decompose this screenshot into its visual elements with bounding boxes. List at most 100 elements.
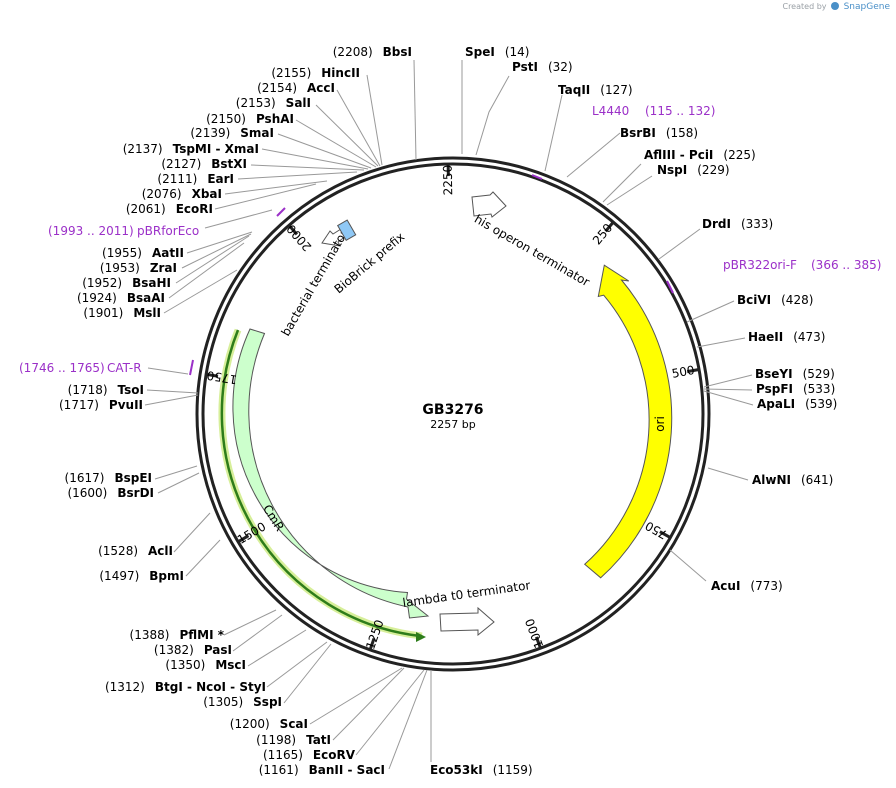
primer-mark-cat-r — [189, 359, 194, 376]
primer-cat-r-range: (1746 .. 1765) — [19, 361, 105, 375]
site-label-left[interactable]: (1497)BpmI — [99, 569, 184, 583]
site-position: (2153) — [236, 96, 276, 110]
site-label-left[interactable]: (1901)MslI — [83, 306, 161, 320]
leader-scai — [309, 667, 403, 725]
site-label-left[interactable]: (2076)XbaI — [142, 187, 222, 201]
site-enzyme-name: Eco53kI — [430, 763, 483, 777]
site-position: (773) — [750, 579, 782, 593]
site-position: (2139) — [190, 126, 230, 140]
site-enzyme-name: PflMI * — [179, 628, 224, 642]
site-label-left[interactable]: (1388) PflMI * — [130, 628, 225, 642]
site-label-left[interactable]: (1952)BsaHI — [82, 276, 171, 290]
site-position: (1159) — [493, 763, 533, 777]
biobrick-prefix-feature[interactable] — [336, 219, 357, 241]
ori-label: ori — [653, 416, 667, 432]
site-label-left[interactable]: (1350)MscI — [165, 658, 246, 672]
leader-msci — [247, 629, 307, 667]
site-label-left[interactable]: (2150)PshAI — [206, 112, 294, 126]
credit-prefix: Created by — [782, 2, 827, 11]
site-label-left[interactable]: (2127)BstXI — [161, 157, 247, 171]
site-label-right[interactable]: AflIII - PciI(225) — [644, 148, 756, 162]
leader-taqii — [544, 94, 563, 172]
site-position: (533) — [803, 382, 835, 396]
site-label-right[interactable]: NspI(229) — [657, 163, 730, 177]
site-label-right[interactable]: DrdI(333) — [702, 217, 773, 231]
lambda-terminator-feature[interactable] — [439, 606, 495, 637]
site-enzyme-name: AclI — [148, 544, 173, 558]
site-enzyme-name: AcuI — [711, 579, 740, 593]
site-label-right[interactable]: AcuI (773) — [711, 579, 783, 593]
site-label-left[interactable]: (1200)ScaI — [230, 717, 308, 731]
site-label-right[interactable]: BciVI (428) — [737, 293, 813, 307]
site-label-right[interactable]: Eco53kI (1159) — [430, 763, 533, 777]
site-label-left[interactable]: (1161)BanII - SacI — [259, 763, 385, 777]
site-label-right[interactable]: HaeII(473) — [748, 330, 826, 344]
site-position: (1198) — [256, 733, 296, 747]
site-label-left[interactable]: (1305)SspI — [203, 695, 282, 709]
leader-acui — [669, 549, 707, 582]
site-position: (1388) — [130, 628, 170, 642]
site-label-left[interactable]: (2139)SmaI — [190, 126, 274, 140]
site-label-left[interactable]: (2155)HincII — [271, 66, 360, 80]
site-label-left[interactable]: (1617)BspEI — [65, 471, 152, 485]
site-enzyme-name: SalI — [286, 96, 311, 110]
site-label-right[interactable]: BseYI(529) — [755, 367, 835, 381]
site-enzyme-name: AatII — [152, 246, 184, 260]
site-label-left[interactable]: (1717)PvuII — [59, 398, 143, 412]
leader-bsrdi — [157, 472, 200, 494]
site-label-left[interactable]: (2153) SalI — [236, 96, 311, 110]
site-label-right[interactable]: SpeI(14) — [465, 45, 529, 59]
site-label-right[interactable]: BsrBI(158) — [620, 126, 698, 140]
ori-feature[interactable] — [583, 264, 673, 579]
site-label-left[interactable]: (1955)AatII — [102, 246, 184, 260]
site-position: (2137) — [123, 142, 163, 156]
site-position: (428) — [781, 293, 813, 307]
leader-drdi — [658, 228, 701, 260]
tick-1500 — [237, 534, 250, 544]
leader-bstxi — [250, 164, 365, 171]
site-label-left[interactable]: (1953)ZraI — [100, 261, 177, 275]
site-position: (333) — [741, 217, 773, 231]
site-label-left[interactable]: (2208)BbsI — [333, 45, 412, 59]
site-enzyme-name: BspEI — [114, 471, 152, 485]
leader-alwni — [707, 467, 749, 481]
site-enzyme-name: AflIII - PciI — [644, 148, 713, 162]
plasmid-name: GB3276 — [422, 402, 483, 418]
site-label-left[interactable]: (1312)BtgI - NcoI - StyI — [105, 680, 266, 694]
site-enzyme-name: PasI — [204, 643, 232, 657]
site-label-left[interactable]: (1382)PasI — [154, 643, 232, 657]
site-label-left[interactable]: (2154)AccI — [257, 81, 335, 95]
site-enzyme-name: EcoRV — [313, 748, 356, 762]
site-label-left[interactable]: (1718)TsoI — [68, 383, 144, 397]
site-label-right[interactable]: TaqII(127) — [558, 83, 633, 97]
site-label-left[interactable]: (2061)EcoRI — [126, 202, 213, 216]
leader-zrai — [181, 233, 252, 269]
site-label-right[interactable]: PspFI(533) — [756, 382, 835, 396]
his-terminator-feature[interactable] — [471, 191, 507, 218]
tick-1000 — [534, 636, 542, 649]
site-label-left[interactable]: (1528)AclI — [98, 544, 173, 558]
site-label-right[interactable]: ApaLI(539) — [757, 397, 837, 411]
site-label-left[interactable]: (1600)BsrDI — [67, 486, 154, 500]
leader-pasi — [232, 614, 283, 652]
site-label-right[interactable]: AlwNI(641) — [752, 473, 833, 487]
site-position: (1952) — [82, 276, 122, 290]
site-enzyme-name: BciVI — [737, 293, 771, 307]
site-position: (158) — [666, 126, 698, 140]
primer-labels: L4440 (115 .. 132) pBR322ori-F (366 .. 3… — [19, 104, 881, 375]
site-enzyme-name: EarI — [207, 172, 234, 186]
leader-lines-left — [144, 59, 428, 770]
primer-pbr322ori-f-name: pBR322ori-F — [723, 258, 797, 272]
site-label-left[interactable]: (1198)TatI — [256, 733, 331, 747]
cmr-feature[interactable] — [232, 328, 430, 619]
cmr-direction-arrowhead — [416, 632, 426, 642]
site-label-left[interactable]: (1924)BsaAI — [77, 291, 165, 305]
leader-bbsi — [413, 59, 417, 161]
leader-acli — [173, 512, 211, 553]
site-label-right[interactable]: PstI(32) — [512, 60, 573, 74]
site-enzyme-name: TsoI — [118, 383, 144, 397]
site-label-left[interactable]: (2137)TspMI - XmaI — [123, 142, 259, 156]
leader-bpmi — [185, 539, 221, 577]
site-label-left[interactable]: (1165)EcoRV — [263, 748, 356, 762]
site-label-left[interactable]: (2111)EarI — [157, 172, 234, 186]
